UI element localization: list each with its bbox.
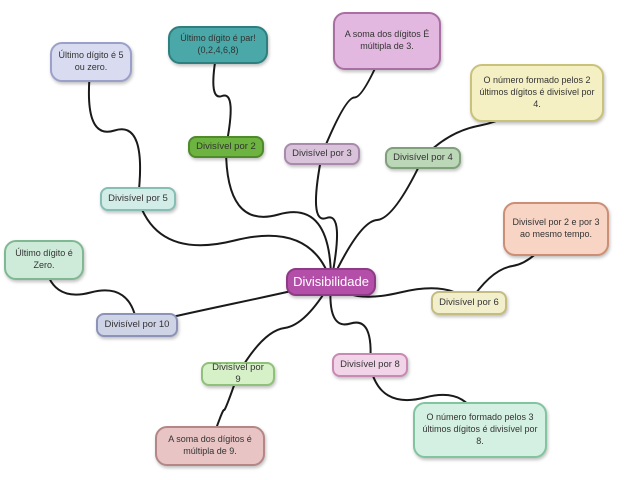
branch-node-label: Divisível por 8 — [340, 358, 400, 370]
branch-node-label: Divisível por 9 — [212, 361, 264, 385]
branch-node-divisivel-por-10[interactable]: Divisível por 10 — [96, 313, 178, 337]
leaf-node-soma-digitos-multipla-9[interactable]: A soma dos dígitos é múltipla de 9. — [155, 426, 265, 466]
branch-node-label: Divisível por 3 — [292, 147, 352, 159]
branch-node-label: Divisível por 5 — [108, 192, 168, 204]
connector-branch-leaf-5 — [43, 259, 138, 326]
leaf-node-divisivel-2-e-3[interactable]: Divisível por 2 e por 3 ao mesmo tempo. — [503, 202, 609, 256]
center-node-label: Divisibilidade — [293, 273, 369, 289]
leaf-node-label: O número formado pelos 3 últimos dígitos… — [422, 412, 538, 446]
connector-center-branch-1 — [314, 153, 339, 283]
branch-node-label: Divisível por 2 — [196, 140, 256, 152]
branch-node-divisivel-por-6[interactable]: Divisível por 6 — [431, 291, 507, 315]
connector-branch-leaf-0 — [212, 44, 232, 148]
leaf-node-label: Divisível por 2 e por 3 ao mesmo tempo. — [512, 217, 600, 239]
connector-center-branch-6 — [237, 281, 332, 375]
branch-node-divisivel-por-4[interactable]: Divisível por 4 — [385, 147, 461, 169]
connector-center-branch-7 — [329, 281, 372, 366]
leaf-node-ultimo-digito-zero[interactable]: Último dígito é Zero. — [4, 240, 84, 280]
branch-node-divisivel-por-8[interactable]: Divisível por 8 — [332, 353, 408, 377]
branch-node-divisivel-por-9[interactable]: Divisível por 9 — [201, 362, 275, 386]
leaf-node-tres-ultimos-digitos-8[interactable]: O número formado pelos 3 últimos dígitos… — [413, 402, 547, 458]
leaf-node-label: O número formado pelos 2 últimos dígitos… — [479, 75, 595, 109]
leaf-node-label: Último dígito é par! (0,2,4,6,8) — [180, 33, 256, 55]
leaf-node-soma-digitos-multipla-3[interactable]: A soma dos dígitos É múltipla de 3. — [333, 12, 441, 70]
leaf-node-ultimo-digito-par[interactable]: Último dígito é par! (0,2,4,6,8) — [168, 26, 268, 64]
connector-center-branch-3 — [137, 198, 332, 283]
leaf-node-label: A soma dos dígitos É múltipla de 3. — [344, 29, 430, 51]
leaf-node-label: A soma dos dígitos é múltipla de 9. — [168, 434, 252, 456]
connector-branch-leaf-3 — [87, 61, 142, 200]
branch-node-divisivel-por-2[interactable]: Divisível por 2 — [188, 136, 264, 158]
center-node-divisibilidade[interactable]: Divisibilidade — [286, 268, 376, 296]
leaf-node-label: Último dígito é Zero. — [15, 248, 73, 270]
branch-node-label: Divisível por 10 — [104, 318, 170, 330]
leaf-node-ultimo-digito-5-ou-zero[interactable]: Último dígito é 5 ou zero. — [50, 42, 132, 82]
connector-center-branch-0 — [224, 146, 333, 283]
branch-node-divisivel-por-3[interactable]: Divisível por 3 — [284, 143, 360, 165]
leaf-node-dois-ultimos-digitos-4[interactable]: O número formado pelos 2 últimos dígitos… — [470, 64, 604, 122]
branch-node-label: Divisível por 6 — [439, 296, 499, 308]
branch-node-divisivel-por-5[interactable]: Divisível por 5 — [100, 187, 176, 211]
leaf-node-label: Último dígito é 5 ou zero. — [58, 50, 124, 72]
branch-node-label: Divisível por 4 — [393, 151, 453, 163]
connector-center-branch-2 — [330, 157, 424, 283]
